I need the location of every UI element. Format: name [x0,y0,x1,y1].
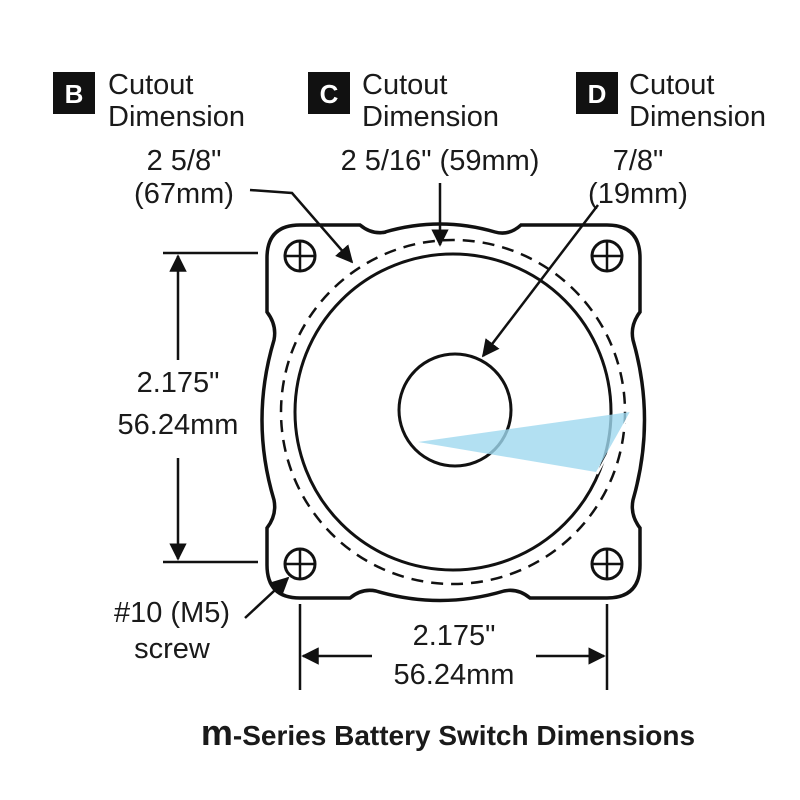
screw-hole-bottom-right [590,547,624,581]
vertical-dimension: 2.175" 56.24mm [118,251,258,564]
title-series-letter: m [201,712,233,753]
cutout-b-dashed-circle [279,238,627,586]
screw-hole-bottom-left [283,547,317,581]
badge-b [53,72,95,114]
screw-note-line1: #10 (M5) [114,597,230,629]
callout-c: C Cutout Dimension 2 5/16" (59mm) [308,69,540,247]
screw-note-leader [244,576,290,619]
callout-d-value1: 7/8" [613,145,664,177]
callout-b-value2: (67mm) [134,178,234,210]
callout-c-line2: Dimension [362,101,499,133]
callout-d-line1: Cutout [629,69,714,101]
page-title: m-Series Battery Switch Dimensions [201,712,695,753]
highlight-edge-lines [596,409,633,475]
horizontal-dimension-value2: 56.24mm [394,659,515,691]
screw-hole-top-right [590,239,624,273]
title-rest: -Series Battery Switch Dimensions [233,720,695,751]
vertical-dimension-value2: 56.24mm [118,409,239,441]
badge-b-letter: B [65,79,84,109]
callout-c-value1: 2 5/16" (59mm) [341,145,540,177]
screw-note-line2: screw [134,633,211,665]
cutout-c-circle [293,252,613,572]
callout-b-leader [249,188,354,264]
horizontal-dimension: 2.175" 56.24mm [298,604,609,691]
badge-c [308,72,350,114]
callout-b-value1: 2 5/8" [147,145,222,177]
callout-d-value2: (19mm) [588,178,688,210]
cutout-d-center-hole [397,352,513,468]
badge-d [576,72,618,114]
callout-c-line1: Cutout [362,69,447,101]
highlight-wedge [418,412,630,472]
switch-body-outline [260,222,647,603]
badge-c-letter: C [320,79,339,109]
horizontal-dimension-value1: 2.175" [413,620,496,652]
vertical-dimension-value1: 2.175" [137,367,220,399]
screw-note: #10 (M5) screw [114,576,290,665]
badge-d-letter: D [588,79,607,109]
screw-hole-top-left [283,239,317,273]
callout-b-line1: Cutout [108,69,193,101]
callout-b-line2: Dimension [108,101,245,133]
callout-d: D Cutout Dimension 7/8" (19mm) [481,69,766,358]
callout-d-line2: Dimension [629,101,766,133]
callout-b: B Cutout Dimension 2 5/8" (67mm) [53,69,354,264]
